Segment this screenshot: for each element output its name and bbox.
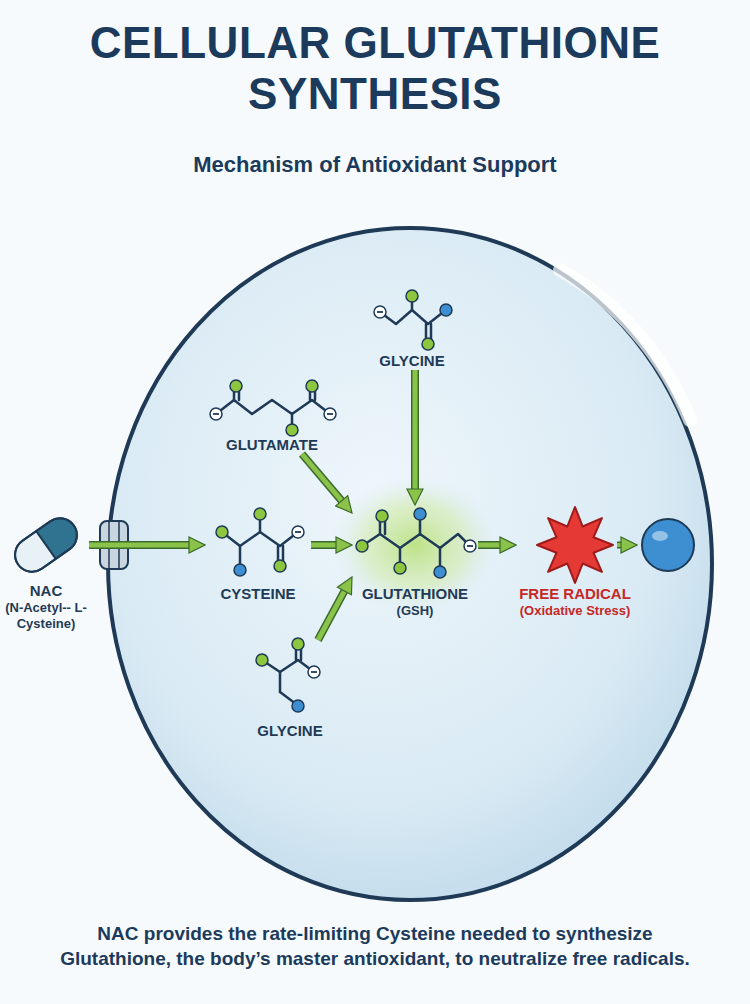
glycine-molecule [256, 638, 320, 712]
node-sublabel: (Oxidative Stress) [516, 603, 634, 619]
flow-arrow [89, 545, 194, 546]
arrow-outline [411, 370, 419, 494]
arrow-outline [89, 541, 194, 549]
node-sublabel: (GSH) [352, 603, 478, 619]
supplement-node: NAC(N-Acetyl-- L-Cysteine) [3, 508, 89, 631]
glutamate-molecule [210, 380, 336, 436]
cell-membrane [108, 228, 712, 900]
node-label: GLUTATHIONE [352, 585, 478, 603]
arrow-outline [302, 454, 345, 505]
flow-arrow [478, 545, 505, 546]
arrow-shaft [311, 543, 341, 548]
free-radical-burst [537, 507, 613, 583]
neutralize-arrow [617, 542, 626, 549]
neutralized-molecule [642, 519, 694, 571]
neutralized-highlight [652, 531, 668, 541]
amino-acid-node: GLYCINE [364, 290, 460, 370]
flow-arrow [415, 370, 416, 494]
title: CELLULAR GLUTATHIONE SYNTHESIS [15, 18, 735, 119]
subtitle: Mechanism of Antioxidant Support [0, 152, 750, 178]
nac-capsule [8, 512, 83, 579]
neutralize-arrow [617, 543, 626, 547]
node-label: NAC [3, 582, 89, 600]
arrow-shaft [302, 454, 345, 505]
arrow-outline [318, 587, 347, 640]
glutathione-molecule [356, 508, 476, 578]
cell-highlight [560, 270, 690, 420]
free-radical-node: FREE RADICAL(Oxidative Stress) [516, 505, 634, 619]
flow-arrow [318, 587, 347, 640]
node-label: GLUTAMATE [204, 436, 340, 454]
antioxidant-node: GLUTATHIONE(GSH) [352, 505, 478, 619]
amino-acid-node: CYSTEINE [205, 505, 311, 603]
node-sublabel: (N-Acetyl-- L-Cysteine) [3, 600, 89, 631]
amino-acid-node: GLYCINE [242, 640, 338, 740]
arrow-shaft [89, 543, 194, 548]
amino-acid-node: GLUTAMATE [204, 380, 340, 454]
arrow-outline [311, 541, 341, 549]
arrow-outline [478, 541, 505, 549]
arrow-shaft [318, 587, 347, 640]
cysteine-molecule [216, 508, 304, 576]
node-label: FREE RADICAL [516, 585, 634, 603]
caption: NAC provides the rate-limiting Cysteine … [60, 922, 690, 971]
node-label: CYSTEINE [205, 585, 311, 603]
node-label: GLYCINE [242, 722, 338, 740]
arrow-shaft [413, 370, 418, 494]
flow-arrow [302, 454, 345, 505]
flow-arrow [311, 545, 341, 546]
arrow-shaft [478, 543, 505, 548]
synthesis-glow [330, 475, 500, 615]
glycine-molecule [374, 290, 452, 350]
node-label: GLYCINE [364, 352, 460, 370]
